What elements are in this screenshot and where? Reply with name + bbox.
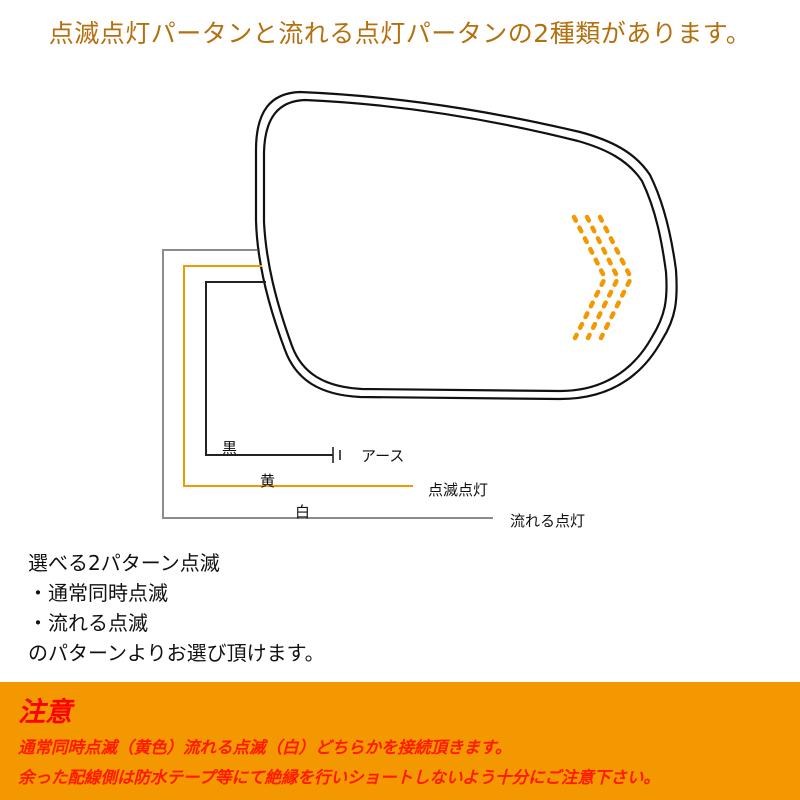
caution-banner: 注意 通常同時点滅（黄色）流れる点滅（白）どちらかを接続頂きます。 余った配線側… — [0, 682, 800, 800]
white-wire-label: 白 — [295, 503, 311, 521]
mirror-outer-outline — [254, 90, 678, 401]
black-wire-label: 黒 — [222, 439, 238, 457]
led-turn-signal-chevron — [571, 214, 634, 341]
ground-terminal-icon — [332, 447, 341, 463]
option-simultaneous: ・通常同時点滅 — [28, 581, 168, 605]
white-wire — [162, 249, 493, 519]
yellow-wire — [183, 265, 413, 487]
caution-title: 注意 — [18, 697, 72, 728]
caution-line-1: 通常同時点滅（黄色）流れる点滅（白）どちらかを接続頂きます。 — [18, 738, 512, 757]
ground-label: アース — [361, 447, 405, 465]
black-wire — [205, 281, 333, 456]
description-footer: のパターンよりお選び頂けます。 — [28, 641, 325, 665]
yellow-wire-label: 黄 — [260, 472, 276, 490]
option-sequential: ・流れる点滅 — [28, 611, 148, 635]
sequential-function-label: 流れる点灯 — [510, 512, 586, 530]
mirror-inner-outline — [262, 98, 668, 393]
description-title: 選べる2パターン点滅 — [28, 551, 220, 575]
pattern-description: 選べる2パターン点滅 ・通常同時点滅 ・流れる点滅 のパターンよりお選び頂けます… — [28, 548, 325, 668]
caution-line-2: 余った配線側は防水テープ等にて絶縁を行いショートしないよう十分にご注意下さい。 — [18, 768, 660, 787]
page-headline: 点滅点灯パータンと流れる点灯パータンの2種類があります。 — [48, 19, 752, 48]
blink-function-label: 点滅点灯 — [428, 481, 489, 499]
